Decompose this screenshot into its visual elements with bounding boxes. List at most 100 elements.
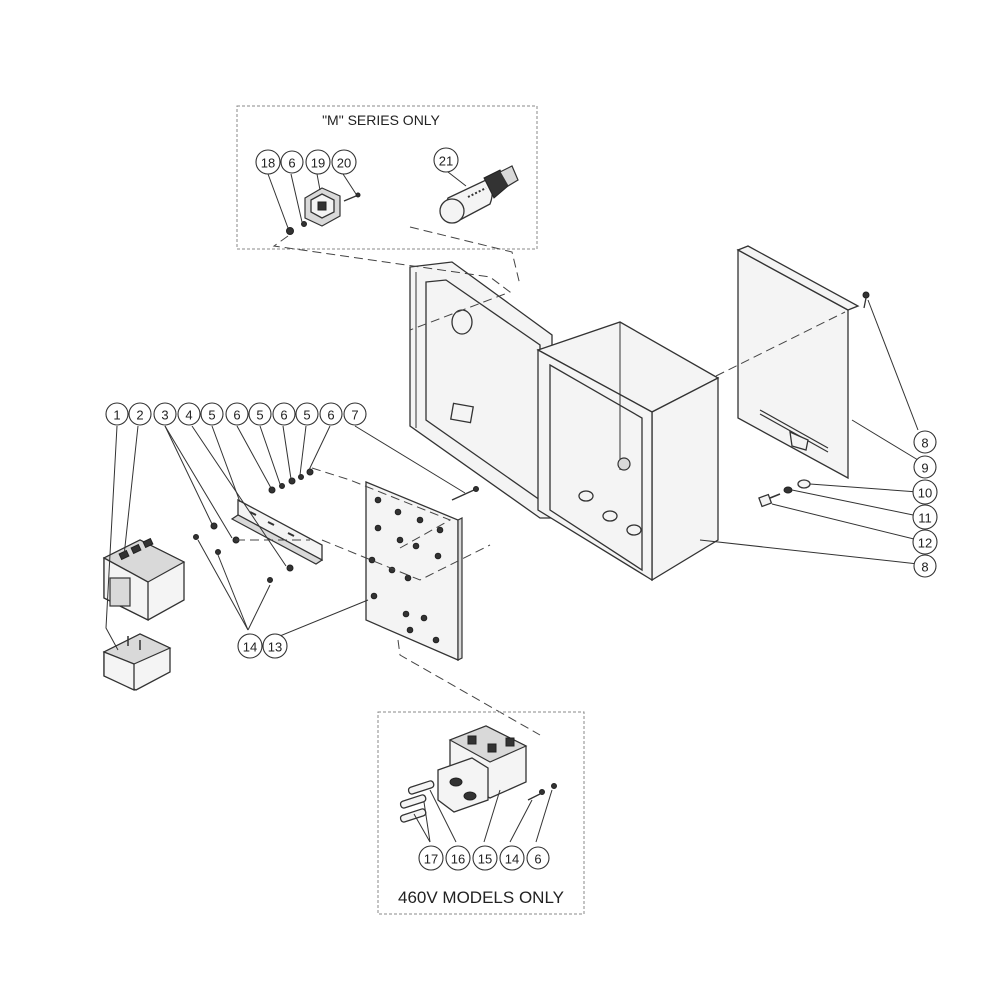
callout-c5b: 5 <box>248 402 272 426</box>
callout-number: 9 <box>921 461 928 476</box>
callout-c4: 4 <box>177 402 201 426</box>
callout-number: 12 <box>918 536 932 551</box>
callout-c13: 13 <box>262 633 288 659</box>
part-9-back-panel <box>736 245 860 480</box>
v460-title: 460V MODELS ONLY <box>398 888 564 907</box>
callout-number: 1 <box>113 408 120 423</box>
callout-circle <box>177 402 201 426</box>
part-10-washer <box>797 479 811 489</box>
callout-circle <box>912 529 938 555</box>
callout-circle <box>418 845 444 871</box>
callout-c14a: 14 <box>237 633 263 659</box>
callout-number: 18 <box>261 156 275 171</box>
callout-c6e: 6 <box>526 846 550 870</box>
callout-number: 14 <box>243 640 257 655</box>
callout-number: 6 <box>288 156 295 171</box>
part-16-fuse-holder <box>437 757 489 813</box>
callout-c7: 7 <box>343 402 367 426</box>
part-18-nut <box>286 227 294 235</box>
callout-c16: 16 <box>445 845 471 871</box>
callout-number: 16 <box>451 852 465 867</box>
part-4-din-rail <box>230 498 324 565</box>
callout-number: 6 <box>233 408 240 423</box>
part-17-fuses <box>399 780 435 823</box>
callout-circle <box>237 633 263 659</box>
callout-number: 20 <box>337 156 351 171</box>
enclosure-box <box>536 321 720 582</box>
callout-circle <box>262 633 288 659</box>
callout-circle <box>305 149 331 175</box>
assembly-lines <box>236 226 846 736</box>
callout-number: 6 <box>534 852 541 867</box>
callout-circle <box>105 402 129 426</box>
callout-c10: 10 <box>912 479 938 505</box>
callout-circle <box>295 402 319 426</box>
callout-c5c: 5 <box>295 402 319 426</box>
callout-circle <box>153 402 177 426</box>
callout-circle <box>272 402 296 426</box>
part-21-selector-switch <box>439 165 519 224</box>
callout-c20: 20 <box>331 149 357 175</box>
callout-c8a: 8 <box>913 430 937 454</box>
callout-number: 19 <box>311 156 325 171</box>
callout-circle <box>912 479 938 505</box>
callout-circle <box>255 149 281 175</box>
callout-circle <box>913 455 937 479</box>
part-6-washer <box>301 221 307 227</box>
callout-circle <box>913 430 937 454</box>
callout-c6a: 6 <box>225 402 249 426</box>
part-19-connector <box>304 187 341 227</box>
enclosure-door <box>409 261 553 519</box>
callout-circle <box>128 402 152 426</box>
callout-circle <box>200 402 224 426</box>
m-series-inset: "M" SERIES ONLY <box>236 105 538 250</box>
callout-number: 6 <box>280 408 287 423</box>
callout-number: 8 <box>921 560 928 575</box>
callout-number: 5 <box>256 408 263 423</box>
part-8-screw-top <box>862 291 870 309</box>
callout-number: 17 <box>424 852 438 867</box>
callout-number: 5 <box>303 408 310 423</box>
callout-circle <box>331 149 357 175</box>
part-7-bolt <box>451 486 479 501</box>
part-1-overload-relay <box>102 633 172 692</box>
callout-number: 6 <box>327 408 334 423</box>
hardware-5-6-row <box>268 468 314 494</box>
callout-c18: 18 <box>255 149 281 175</box>
callout-number: 4 <box>185 408 192 423</box>
callout-circle <box>280 150 304 174</box>
part-11-lock-washer <box>783 486 793 494</box>
callout-circle <box>248 402 272 426</box>
callout-circle <box>445 845 471 871</box>
callout-c2: 2 <box>128 402 152 426</box>
callout-number: 3 <box>161 408 168 423</box>
v460-box <box>377 711 585 915</box>
callout-c5a: 5 <box>200 402 224 426</box>
callout-c21: 21 <box>433 147 459 173</box>
callout-circle <box>433 147 459 173</box>
v460-inset: 460V MODELS ONLY <box>377 711 585 915</box>
callout-c12: 12 <box>912 529 938 555</box>
callout-number: 21 <box>439 154 453 169</box>
callout-circle <box>526 846 550 870</box>
callout-c11: 11 <box>912 504 938 530</box>
callout-c6c: 6 <box>319 402 343 426</box>
callout-c19: 19 <box>305 149 331 175</box>
callout-c15: 15 <box>472 845 498 871</box>
callout-number: 10 <box>918 486 932 501</box>
part-14-screws <box>193 522 294 583</box>
callout-number: 15 <box>478 852 492 867</box>
callout-number: 5 <box>208 408 215 423</box>
callout-c9: 9 <box>913 455 937 479</box>
callout-c14b: 14 <box>499 845 525 871</box>
callout-number: 8 <box>921 436 928 451</box>
part-12-bolt <box>758 493 781 508</box>
part-2-contactor <box>102 537 186 622</box>
callout-number: 7 <box>351 408 358 423</box>
callout-circle <box>343 402 367 426</box>
callout-number: 11 <box>918 511 932 526</box>
part-13-mounting-plate <box>365 481 463 661</box>
